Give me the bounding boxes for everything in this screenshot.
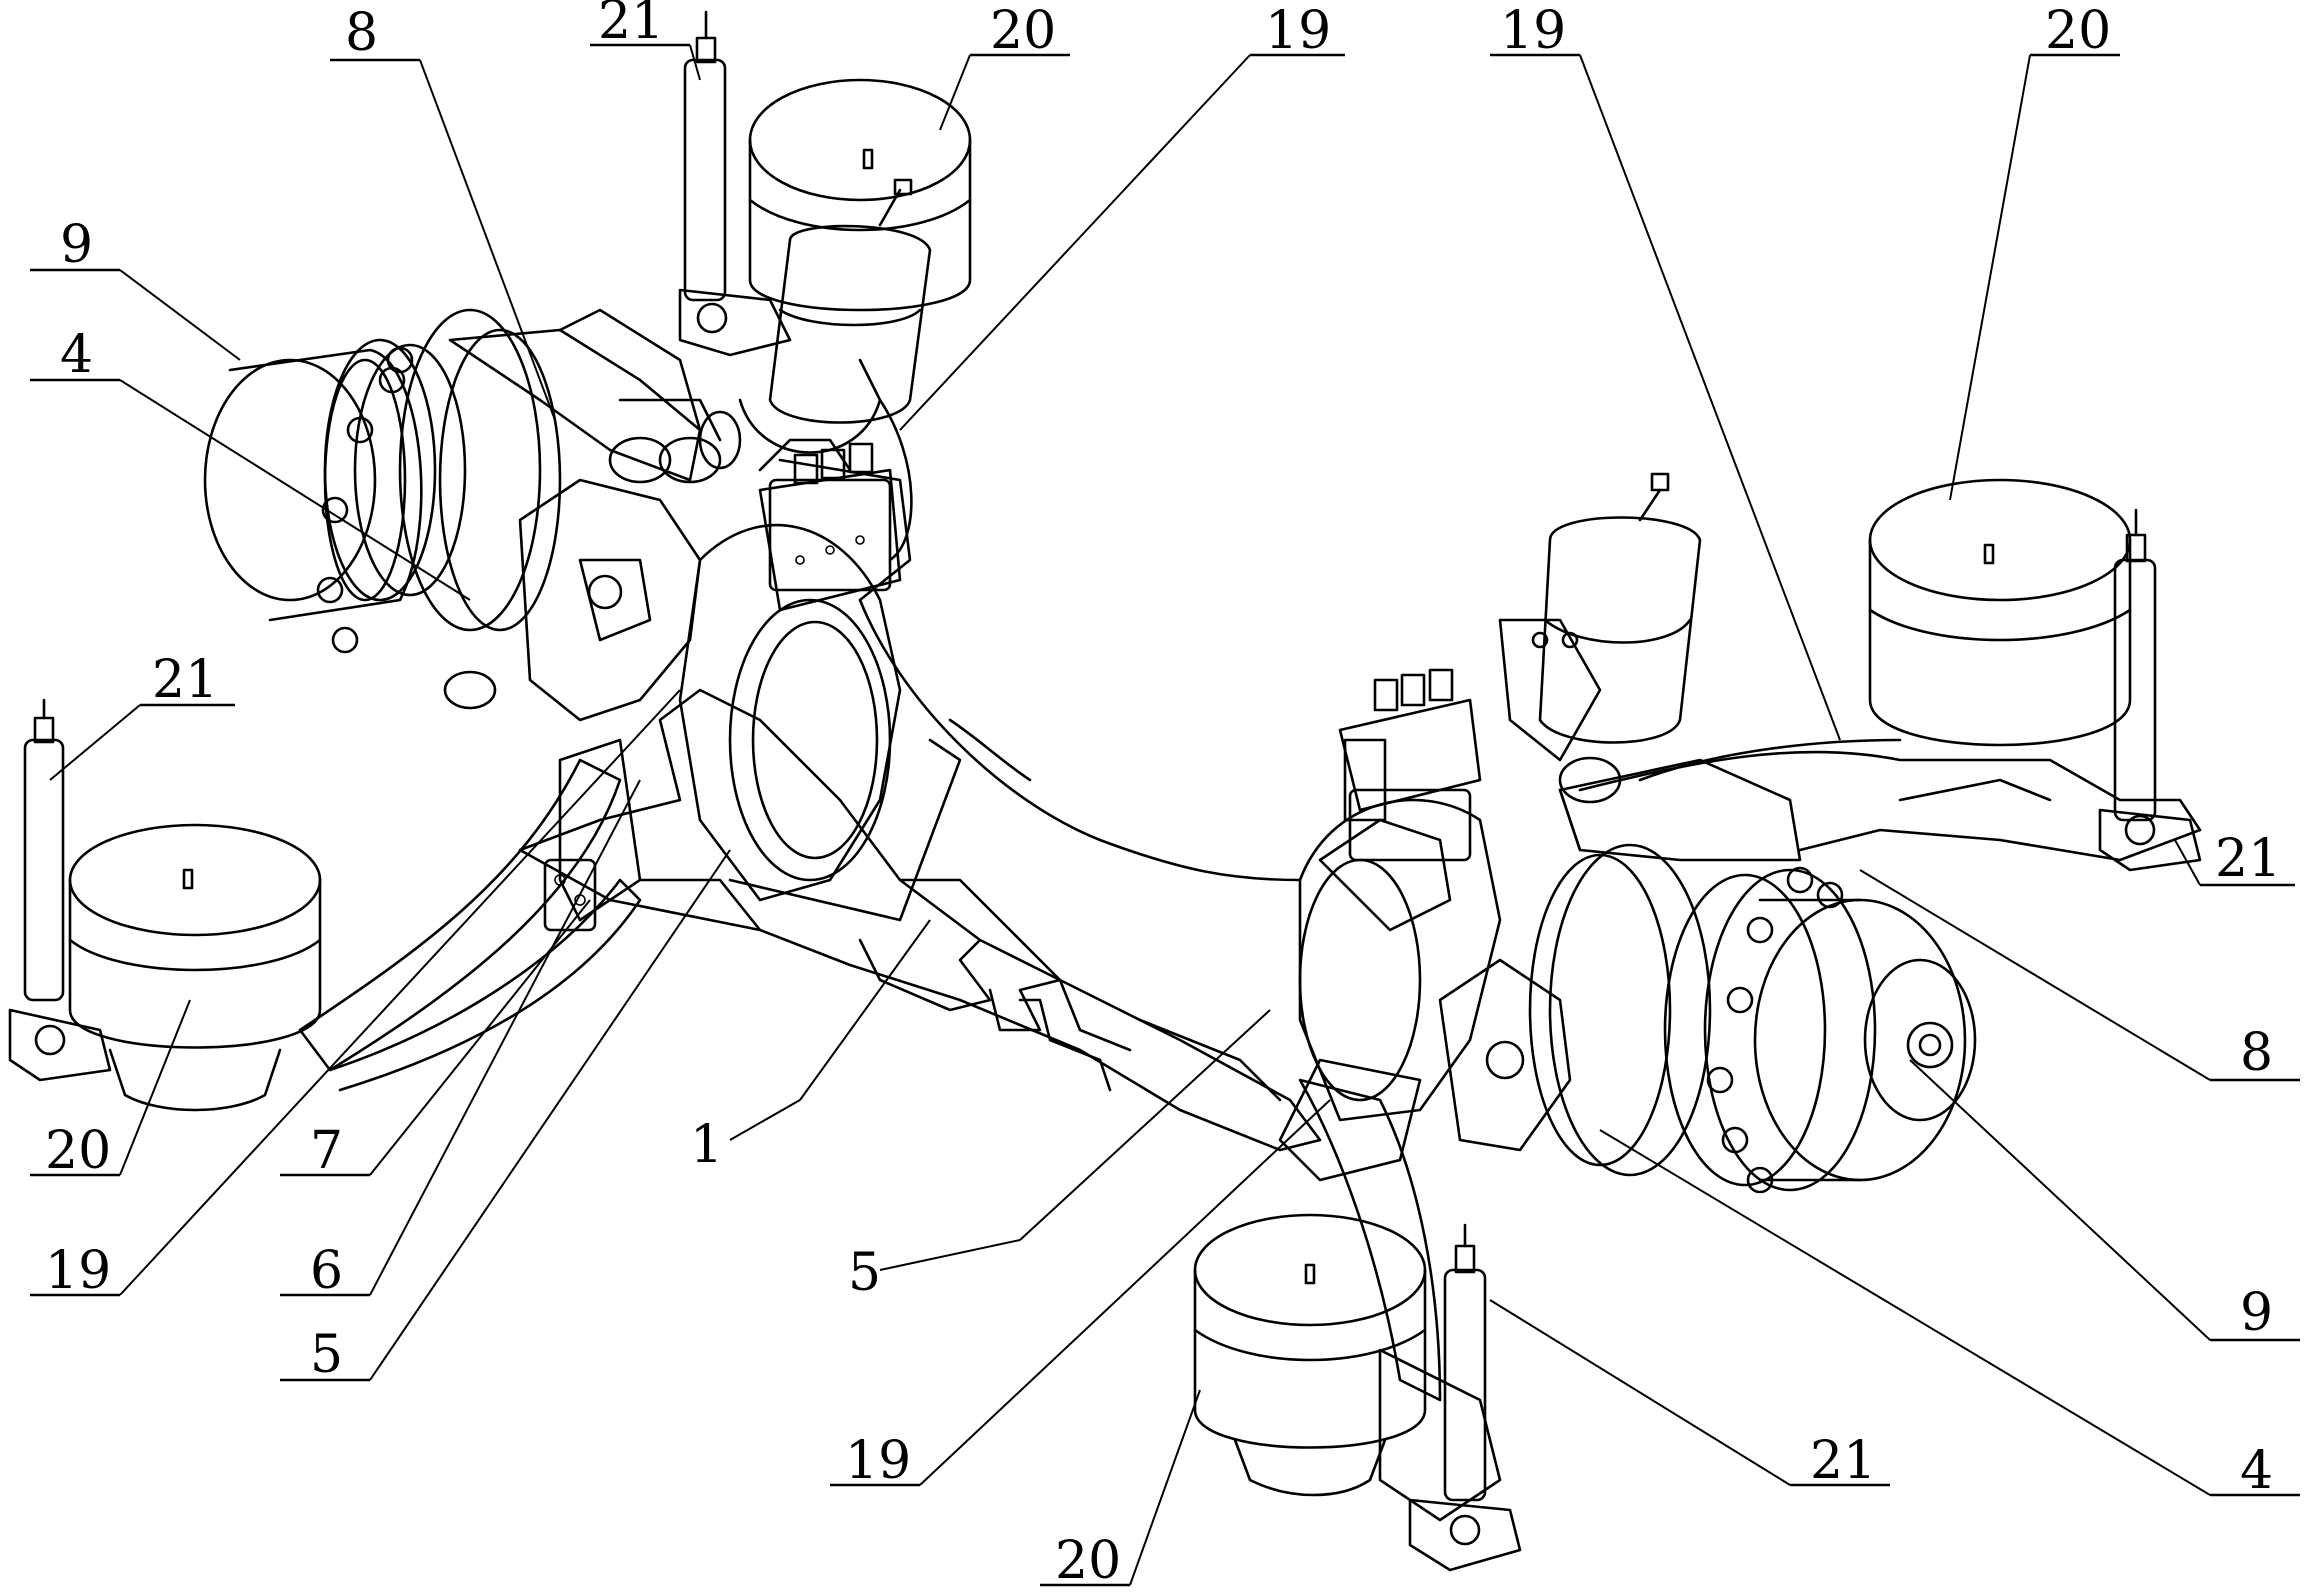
callout-4-right: 4 <box>2240 1441 2273 1501</box>
callout-5-left: 5 <box>310 1325 343 1385</box>
callout-21-top: 21 <box>598 0 664 51</box>
callout-21-right: 21 <box>2215 829 2281 889</box>
right-trailing-arm <box>1580 740 2200 860</box>
callout-6: 6 <box>310 1241 343 1301</box>
callout-1: 1 <box>690 1115 723 1175</box>
callout-4-left: 4 <box>60 325 93 385</box>
callout-leaders <box>30 45 2300 1585</box>
left-trailing-arm <box>300 740 640 1090</box>
left-housing <box>680 440 960 920</box>
callout-19-bottom-center: 19 <box>845 1431 911 1491</box>
rear-left-air-spring <box>680 12 970 610</box>
callout-8-right: 8 <box>2240 1023 2273 1083</box>
callout-20-bottom: 20 <box>1055 1531 1121 1591</box>
callout-20-left: 20 <box>45 1121 111 1181</box>
right-lower-arm <box>1300 1080 1500 1520</box>
callout-labels: 8 21 20 19 19 20 9 4 21 21 8 20 7 1 19 6… <box>45 0 2281 1591</box>
right-rear-air-spring <box>1870 480 2200 870</box>
callout-9-left: 9 <box>60 215 93 275</box>
callout-19-top-center: 19 <box>1265 1 1331 61</box>
callout-21-bottom-right: 21 <box>1810 1431 1876 1491</box>
left-front-air-spring <box>10 700 320 1110</box>
left-wheel-end <box>205 310 740 720</box>
callout-20-top: 20 <box>990 1 1056 61</box>
right-front-air-spring <box>1195 1215 1520 1570</box>
callout-8-left: 8 <box>345 3 378 63</box>
right-brake-chamber <box>1500 474 1700 760</box>
callout-19-top-right: 19 <box>1500 1 1566 61</box>
callout-7: 7 <box>310 1121 343 1181</box>
callout-5-right: 5 <box>848 1243 881 1303</box>
callout-21-left: 21 <box>152 650 218 710</box>
callout-9-right: 9 <box>2240 1283 2273 1343</box>
callout-19-bottom-left: 19 <box>45 1241 111 1301</box>
right-wheel-end <box>1440 758 1975 1192</box>
callout-20-top-right: 20 <box>2045 1 2111 61</box>
